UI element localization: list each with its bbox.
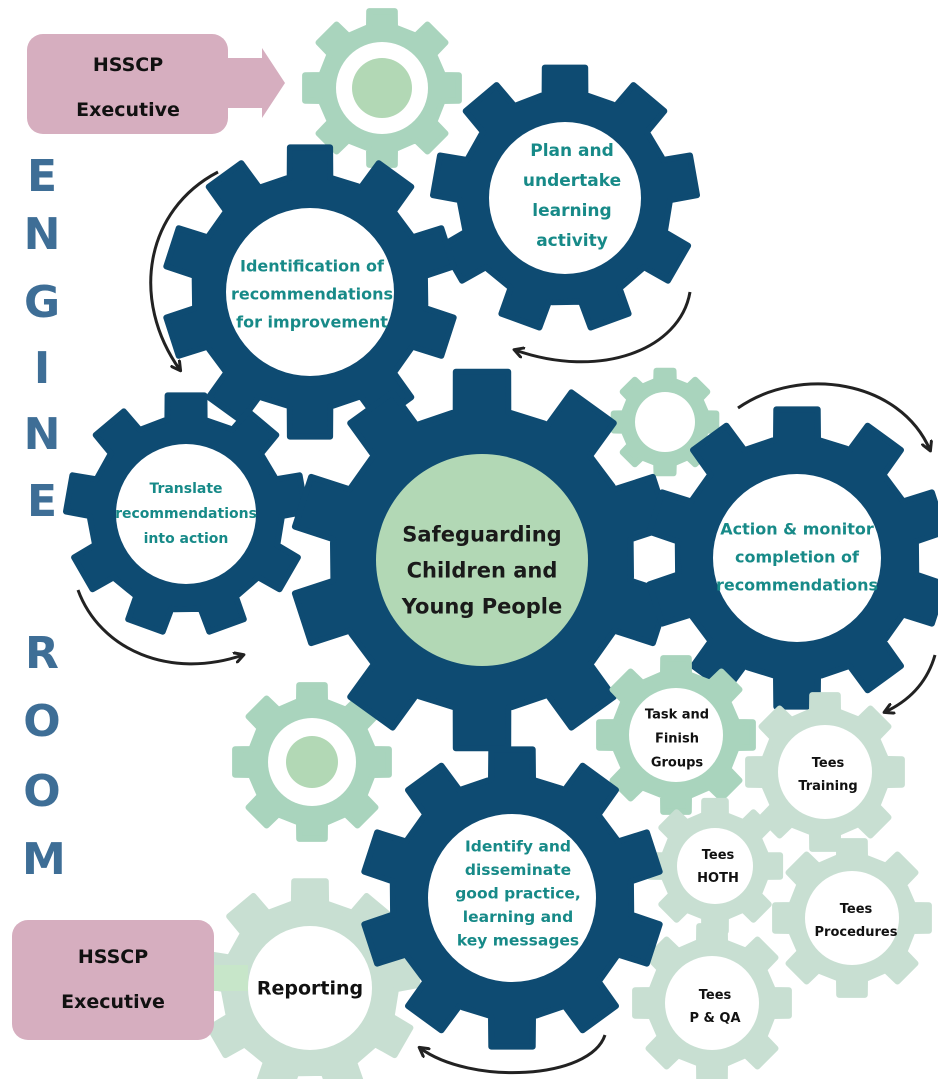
label-training-line-1: Tees xyxy=(812,756,845,771)
label-task-line-1: Task and xyxy=(645,708,709,723)
label-identification: Identification of recommendations for impr… xyxy=(231,257,393,332)
label-pqa-line-1: Tees xyxy=(699,988,732,1003)
arrow-to-action xyxy=(737,382,930,450)
label-identify-line-3: good practice, xyxy=(455,884,581,902)
label-center-line-1: Safeguarding xyxy=(402,522,561,546)
bottom-executive-line1: HSSCP xyxy=(78,946,148,968)
gear-center-hub xyxy=(376,454,588,666)
bottom-executive-rect xyxy=(12,920,214,1040)
gear-procedures-hub xyxy=(805,871,899,965)
label-pqa: Tees P & QA xyxy=(689,988,740,1026)
vertical-letter-n1: N xyxy=(23,209,61,260)
top-executive-arrow xyxy=(228,48,285,118)
vertical-letter-e1: E xyxy=(26,151,58,202)
label-reporting-line-1: Reporting xyxy=(257,978,363,1000)
bottom-executive-box: HSSCP Executive xyxy=(12,920,248,1040)
arrow-to-identification xyxy=(149,170,219,370)
label-pqa-line-2: P & QA xyxy=(689,1011,740,1026)
gear-reporting-hub xyxy=(248,926,372,1050)
gear-top-light-core xyxy=(352,58,412,118)
label-task-line-2: Finish xyxy=(655,732,699,747)
label-action-line-3: recommendations xyxy=(716,576,878,595)
label-action-line-1: Action & monitor xyxy=(720,520,874,539)
label-translate-line-2: recommendations xyxy=(115,506,257,522)
label-identify-line-2: disseminate xyxy=(465,861,571,879)
vertical-letter-g: G xyxy=(23,277,61,328)
label-task-line-3: Groups xyxy=(651,756,704,771)
vertical-letter-e2: E xyxy=(26,476,58,527)
vertical-letter-i: I xyxy=(33,343,51,394)
vertical-letter-n2: N xyxy=(23,409,61,460)
gear-training-hub xyxy=(778,725,872,819)
vertical-letter-o1: O xyxy=(23,696,61,747)
label-center-line-3: Young People xyxy=(401,594,562,618)
label-plan-line-3: learning xyxy=(532,201,611,221)
label-identify: Identify and disseminate good practice, lea… xyxy=(455,837,581,949)
arrow-to-center xyxy=(76,589,243,666)
label-plan-line-1: Plan and xyxy=(530,141,614,161)
label-action: Action & monitor completion of recommendat… xyxy=(716,520,878,595)
arrow-to-reporting xyxy=(420,1034,607,1075)
gear-translate-hub xyxy=(116,444,256,584)
gear-left-light-core xyxy=(286,736,338,788)
top-executive-line2: Executive xyxy=(76,99,180,121)
label-action-line-2: completion of xyxy=(735,548,860,567)
label-translate: Translate recommendations into action xyxy=(115,481,257,547)
label-translate-line-1: Translate xyxy=(149,481,222,497)
label-hoth-line-2: HOTH xyxy=(697,871,739,886)
label-plan-line-2: undertake xyxy=(523,171,621,191)
arrow-from-plan xyxy=(515,291,692,364)
vertical-letter-m: M xyxy=(22,834,66,885)
arrow-from-action xyxy=(885,654,937,712)
label-identify-line-4: learning and xyxy=(463,908,573,926)
gear-hoth-hub xyxy=(677,828,753,904)
label-center-line-2: Children and xyxy=(407,558,558,582)
label-hoth-line-1: Tees xyxy=(702,848,735,863)
label-plan: Plan and undertake learning activity xyxy=(523,141,621,251)
vertical-letter-r: R xyxy=(25,628,59,679)
label-procedures-line-2: Procedures xyxy=(815,925,898,940)
gear-action-hub xyxy=(713,474,881,642)
top-executive-line1: HSSCP xyxy=(93,54,163,76)
label-translate-line-3: into action xyxy=(144,531,229,547)
label-training-line-2: Training xyxy=(798,779,857,794)
gear-small-light-right-hub xyxy=(635,392,695,452)
label-plan-line-4: activity xyxy=(536,231,608,251)
gear-plan-hub xyxy=(489,122,641,274)
gear-task-hub xyxy=(629,688,723,782)
label-reporting: Reporting xyxy=(257,978,363,1000)
label-procedures-line-1: Tees xyxy=(840,902,873,917)
gear-identification-hub xyxy=(226,208,394,376)
label-identification-line-1: Identification of xyxy=(240,257,385,276)
label-identify-line-1: Identify and xyxy=(465,837,571,855)
bottom-executive-line2: Executive xyxy=(61,991,165,1013)
label-identification-line-2: recommendations xyxy=(231,285,393,304)
label-identification-line-3: for improvement xyxy=(236,313,388,332)
label-identify-line-5: key messages xyxy=(457,931,579,949)
top-executive-rect xyxy=(27,34,228,134)
top-executive-box: HSSCP Executive xyxy=(27,34,285,134)
vertical-letter-o2: O xyxy=(23,766,61,817)
gear-pqa-hub xyxy=(665,956,759,1050)
gear-identify-hub xyxy=(428,814,596,982)
